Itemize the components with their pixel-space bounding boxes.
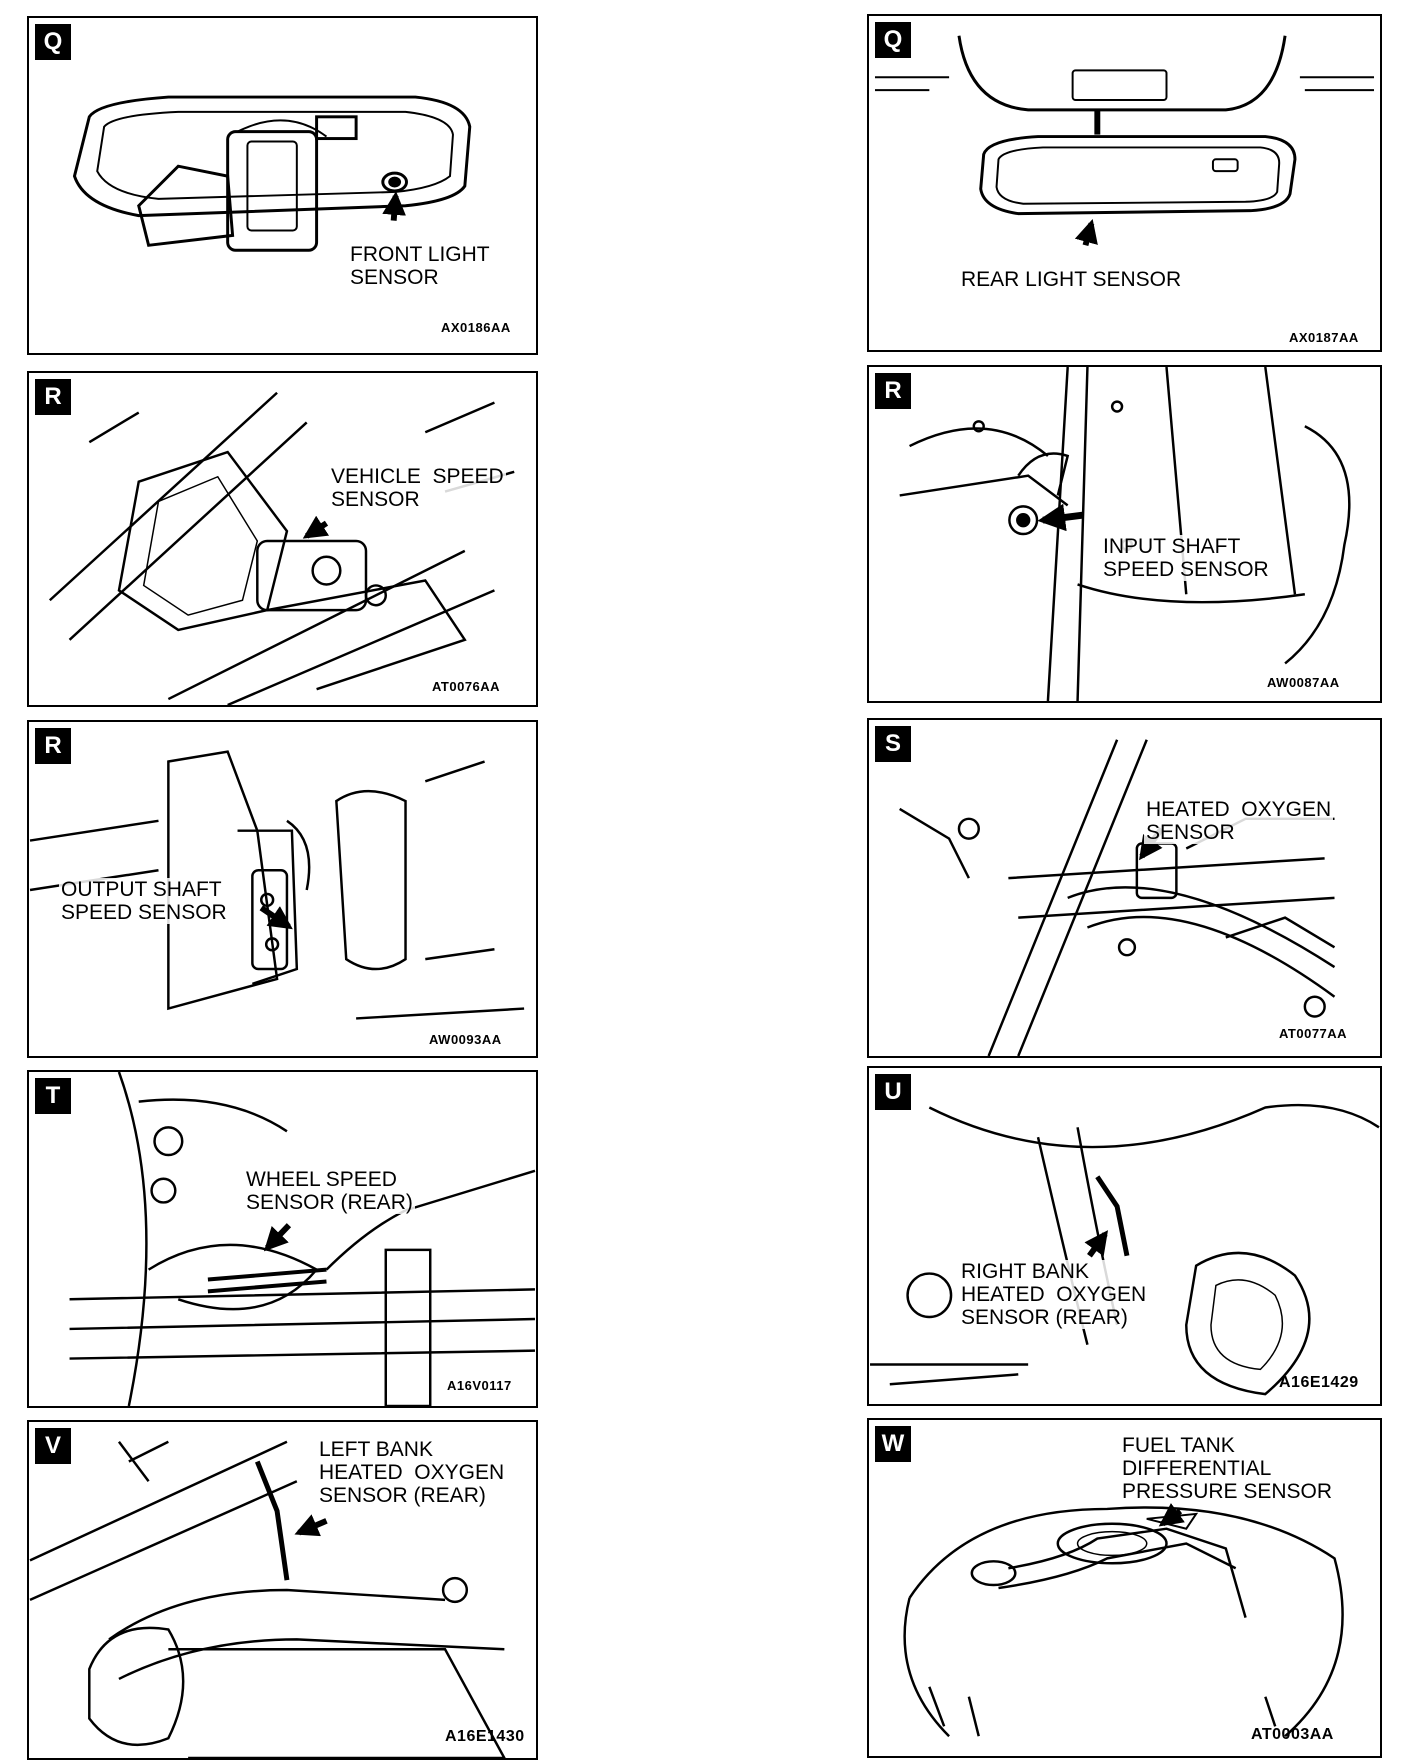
- callout-label: OUTPUT SHAFT SPEED SENSOR: [59, 878, 229, 924]
- right-exhaust-illustration: [870, 1103, 1380, 1396]
- panel-vehicle-speed-sensor: R VEHICLE SPEED SENSOR AT0076AA: [27, 371, 538, 707]
- figure-code: AT0076AA: [432, 679, 501, 694]
- callout-label: HEATED OXYGEN SENSOR: [1144, 798, 1334, 844]
- figure-code: AT0077AA: [1279, 1026, 1348, 1041]
- panel-letter-badge: S: [875, 726, 911, 762]
- rearview-mirror-illustration: [72, 95, 472, 252]
- panel-letter-badge: T: [35, 1078, 71, 1114]
- panel-fuel-tank-differential-pressure-sensor: W FUEL TANK DIFFERENTIAL PRESSURE SENSOR…: [867, 1418, 1382, 1758]
- callout-label: FRONT LIGHT SENSOR: [348, 243, 492, 289]
- callout-label: VEHICLE SPEED SENSOR: [329, 465, 506, 511]
- callout-label: WHEEL SPEED SENSOR (REAR): [244, 1168, 415, 1214]
- callout-label: INPUT SHAFT SPEED SENSOR: [1101, 535, 1271, 581]
- panel-letter-badge: R: [35, 379, 71, 415]
- panel-front-light-sensor: Q FRONT LIGHT SENSOR AX0186AA: [27, 16, 538, 355]
- figure-code: A16V0117: [447, 1378, 512, 1393]
- exhaust-underbody-illustration: [899, 739, 1336, 1056]
- panel-letter-badge: U: [875, 1074, 911, 1110]
- left-exhaust-illustration: [29, 1440, 506, 1758]
- panel-input-shaft-speed-sensor: R INPUT SHAFT SPEED SENSOR AW0087AA: [867, 365, 1382, 703]
- callout-label: REAR LIGHT SENSOR: [959, 268, 1184, 291]
- figure-code: AW0087AA: [1267, 675, 1340, 690]
- figure-code: AX0186AA: [441, 320, 511, 335]
- figure-code: AT0003AA: [1251, 1726, 1334, 1743]
- callout-label: LEFT BANK HEATED OXYGEN SENSOR (REAR): [317, 1438, 507, 1507]
- callout-label: FUEL TANK DIFFERENTIAL PRESSURE SENSOR: [1120, 1434, 1335, 1503]
- panel-right-bank-heated-oxygen-sensor-rear: U RIGHT BANK HEATED OXYGEN SENSOR (REAR)…: [867, 1066, 1382, 1406]
- panel-letter-badge: R: [875, 373, 911, 409]
- figure-code big: A16E1429: [1279, 1374, 1359, 1391]
- panel-letter-badge: W: [875, 1426, 911, 1462]
- callout-label: RIGHT BANK HEATED OXYGEN SENSOR (REAR): [959, 1260, 1149, 1329]
- rearview-mirror-rear-illustration: [874, 35, 1375, 247]
- transfer-case-illustration: [29, 750, 525, 1020]
- panel-heated-oxygen-sensor: S HEATED OXYGEN SENSOR AT0077AA: [867, 718, 1382, 1058]
- transmission-illustration: [48, 391, 515, 705]
- panel-letter-badge: Q: [35, 24, 71, 60]
- panel-letter-badge: R: [35, 728, 71, 764]
- figure-code: AX0187AA: [1289, 330, 1359, 345]
- figure-code: A16E1430: [445, 1728, 525, 1745]
- panel-rear-light-sensor: Q REAR LIGHT SENSOR AX0187AA: [867, 14, 1382, 352]
- figure-code: AW0093AA: [429, 1032, 502, 1047]
- panel-letter-badge: V: [35, 1428, 71, 1464]
- panel-output-shaft-speed-sensor: R OUTPUT SHAFT SPEED SENSOR AW0093AA: [27, 720, 538, 1058]
- panel-wheel-speed-sensor-rear: T WHEEL SPEED SENSOR (REAR) A16V0117: [27, 1070, 538, 1408]
- panel-letter-badge: Q: [875, 22, 911, 58]
- fuel-tank-illustration: [903, 1503, 1344, 1738]
- transmission-side-illustration: [899, 367, 1351, 701]
- panel-left-bank-heated-oxygen-sensor-rear: V LEFT BANK HEATED OXYGEN SENSOR (REAR) …: [27, 1420, 538, 1760]
- rear-axle-illustration: [69, 1072, 536, 1406]
